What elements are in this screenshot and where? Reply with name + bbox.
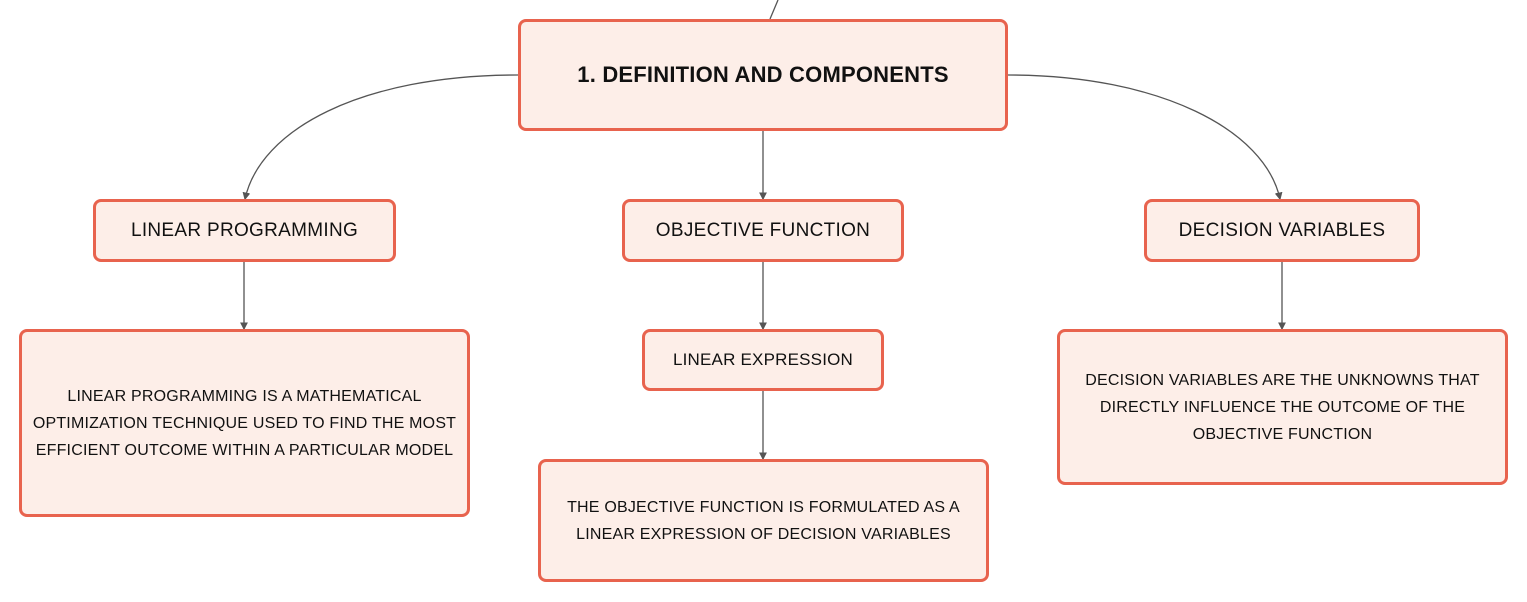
topic-node-label: OBJECTIVE FUNCTION <box>655 219 871 241</box>
subtopic-node-label: LINEAR EXPRESSION <box>672 350 854 369</box>
root-node[interactable]: 1. DEFINITION AND COMPONENTS <box>518 19 1008 131</box>
description-text: THE OBJECTIVE FUNCTION IS FORMULATED AS … <box>567 498 960 543</box>
root-node-label: 1. DEFINITION AND COMPONENTS <box>577 62 949 87</box>
description-node-objective-function[interactable]: THE OBJECTIVE FUNCTION IS FORMULATED AS … <box>538 459 989 582</box>
topic-node-label: LINEAR PROGRAMMING <box>130 219 359 241</box>
topic-node-objective-function[interactable]: OBJECTIVE FUNCTION <box>622 199 904 262</box>
description-text: DECISION VARIABLES ARE THE UNKNOWNS THAT… <box>1085 371 1480 443</box>
topic-node-label: DECISION VARIABLES <box>1178 219 1386 241</box>
connector-root-linear-programming <box>242 74 519 201</box>
description-node-decision-variables[interactable]: DECISION VARIABLES ARE THE UNKNOWNS THAT… <box>1057 329 1508 485</box>
subtopic-node-linear-expression[interactable]: LINEAR EXPRESSION <box>642 329 884 391</box>
topic-node-decision-variables[interactable]: DECISION VARIABLES <box>1144 199 1420 262</box>
topic-node-linear-programming[interactable]: LINEAR PROGRAMMING <box>93 199 396 262</box>
parent-connector <box>769 0 779 20</box>
description-node-linear-programming[interactable]: LINEAR PROGRAMMING IS A MATHEMATICAL OPT… <box>19 329 470 517</box>
description-text: LINEAR PROGRAMMING IS A MATHEMATICAL OPT… <box>32 387 457 459</box>
connector-root-decision-variables <box>1007 74 1283 201</box>
